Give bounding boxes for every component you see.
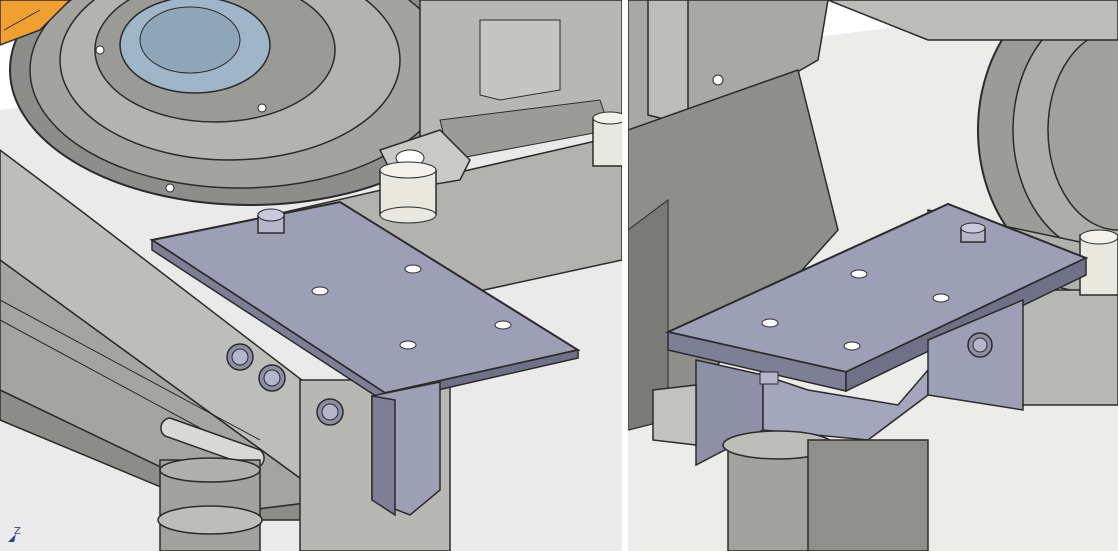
left-view-model — [0, 0, 622, 551]
nut — [759, 371, 779, 385]
left-view-panel[interactable]: Z — [0, 0, 622, 551]
view-divider — [622, 0, 628, 551]
axis-label: Z — [14, 526, 21, 537]
mount-lug — [378, 111, 622, 224]
plate-hole — [932, 293, 950, 303]
plate-hole — [311, 286, 329, 296]
plate-hole — [761, 318, 779, 328]
plate-hole — [404, 264, 422, 274]
plate-hole — [850, 269, 868, 279]
bushing-2 — [592, 117, 622, 167]
motor-housing — [9, 0, 491, 206]
rear-block — [1017, 289, 1118, 406]
motor-drum — [827, 0, 1118, 281]
support-column — [652, 384, 929, 551]
gearbox-block — [419, 0, 622, 161]
plate-hole — [843, 341, 861, 351]
axis-triad-icon — [8, 534, 16, 542]
orange-component — [0, 0, 72, 46]
right-view-panel[interactable] — [628, 0, 1118, 551]
rail-bolts — [226, 343, 344, 426]
plate-hole — [494, 320, 512, 330]
right-view-model — [628, 0, 1118, 551]
plate-hole — [399, 340, 417, 350]
